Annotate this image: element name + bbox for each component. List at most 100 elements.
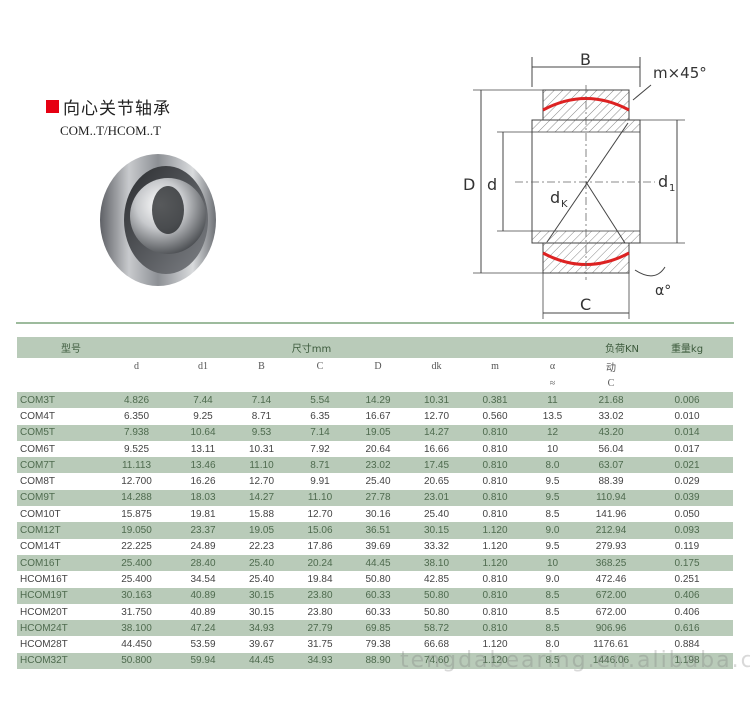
label-alpha: α° xyxy=(655,283,671,299)
value-cell: 0.119 xyxy=(641,538,734,555)
value-cell: 1.120 xyxy=(466,538,524,555)
model-cell: COM16T xyxy=(17,554,99,572)
value-cell: 43.20 xyxy=(581,424,642,441)
value-cell: 19.05 xyxy=(232,522,291,539)
value-cell: 10.31 xyxy=(232,440,291,458)
value-cell: 28.40 xyxy=(174,554,232,572)
value-cell: 50.80 xyxy=(407,587,466,604)
model-cell: HCOM16T xyxy=(17,571,99,588)
subheader-cell: m xyxy=(466,358,524,375)
subheader-cell xyxy=(99,375,174,392)
value-cell: 1.120 xyxy=(466,652,524,670)
label-d1: d xyxy=(658,172,668,191)
subheader-cell: B xyxy=(232,358,291,375)
value-cell: 30.15 xyxy=(232,603,291,621)
value-cell: 23.01 xyxy=(407,489,466,507)
value-cell: 58.72 xyxy=(407,620,466,637)
value-cell: 21.68 xyxy=(581,392,642,409)
value-cell: 0.810 xyxy=(466,424,524,441)
value-cell: 17.86 xyxy=(291,538,349,555)
value-cell: 10 xyxy=(524,554,581,572)
value-cell: 44.45 xyxy=(232,652,291,670)
value-cell: 141.96 xyxy=(581,506,642,523)
value-cell: 0.810 xyxy=(466,489,524,507)
value-cell: 0.251 xyxy=(641,571,734,588)
subheader-cell: dk xyxy=(407,358,466,375)
subheader-cell xyxy=(641,358,734,375)
value-cell: 0.006 xyxy=(641,392,734,409)
value-cell: 13.46 xyxy=(174,457,232,474)
value-cell: 11.10 xyxy=(291,489,349,507)
value-cell: 22.23 xyxy=(232,538,291,555)
subheader-cell: d xyxy=(99,358,174,375)
value-cell: 0.029 xyxy=(641,473,734,490)
header-load: 负荷KN xyxy=(524,337,642,358)
value-cell: 33.02 xyxy=(581,408,642,425)
value-cell: 7.44 xyxy=(174,392,232,409)
value-cell: 34.93 xyxy=(232,620,291,637)
value-cell: 15.88 xyxy=(232,506,291,523)
value-cell: 672.00 xyxy=(581,587,642,604)
subheader-cell xyxy=(174,375,232,392)
subheader-cell xyxy=(349,375,407,392)
model-cell: COM6T xyxy=(17,440,99,458)
value-cell: 88.39 xyxy=(581,473,642,490)
value-cell: 38.100 xyxy=(99,620,174,637)
value-cell: 7.92 xyxy=(291,440,349,458)
label-dk-sub: K xyxy=(561,199,568,210)
value-cell: 11 xyxy=(524,392,581,409)
model-cell: HCOM28T xyxy=(17,636,99,653)
value-cell: 66.68 xyxy=(407,636,466,653)
value-cell: 9.525 xyxy=(99,440,174,458)
value-cell: 8.71 xyxy=(291,457,349,474)
value-cell: 69.85 xyxy=(349,620,407,637)
value-cell: 14.288 xyxy=(99,489,174,507)
value-cell: 60.33 xyxy=(349,587,407,604)
value-cell: 0.010 xyxy=(641,408,734,425)
value-cell: 13.11 xyxy=(174,440,232,458)
value-cell: 0.021 xyxy=(641,457,734,474)
value-cell: 7.14 xyxy=(232,392,291,409)
subheader-cell: α xyxy=(524,358,581,375)
value-cell: 0.810 xyxy=(466,440,524,458)
value-cell: 30.16 xyxy=(349,506,407,523)
value-cell: 23.80 xyxy=(291,603,349,621)
label-dk: d xyxy=(550,188,560,207)
value-cell: 0.560 xyxy=(466,408,524,425)
value-cell: 9.0 xyxy=(524,571,581,588)
value-cell: 1.120 xyxy=(466,554,524,572)
value-cell: 25.400 xyxy=(99,554,174,572)
subheader-cell xyxy=(466,375,524,392)
value-cell: 0.616 xyxy=(641,620,734,637)
value-cell: 12.70 xyxy=(232,473,291,490)
value-cell: 672.00 xyxy=(581,603,642,621)
value-cell: 6.350 xyxy=(99,408,174,425)
value-cell: 40.89 xyxy=(174,587,232,604)
technical-drawing: B m×45° D d d K d 1 xyxy=(463,50,707,319)
value-cell: 1.120 xyxy=(466,636,524,653)
value-cell: 12.70 xyxy=(291,506,349,523)
value-cell: 9.0 xyxy=(524,522,581,539)
value-cell: 19.05 xyxy=(349,424,407,441)
value-cell: 8.5 xyxy=(524,603,581,621)
value-cell: 38.10 xyxy=(407,554,466,572)
value-cell: 14.27 xyxy=(407,424,466,441)
value-cell: 19.050 xyxy=(99,522,174,539)
value-cell: 25.40 xyxy=(407,506,466,523)
subheader-cell xyxy=(641,375,734,392)
subheader-cell xyxy=(407,375,466,392)
section-divider xyxy=(16,322,734,324)
subheader-cell: 动 xyxy=(581,358,642,375)
value-cell: 39.67 xyxy=(232,636,291,653)
value-cell: 0.810 xyxy=(466,571,524,588)
value-cell: 0.884 xyxy=(641,636,734,653)
value-cell: 10.31 xyxy=(407,392,466,409)
value-cell: 31.75 xyxy=(291,636,349,653)
